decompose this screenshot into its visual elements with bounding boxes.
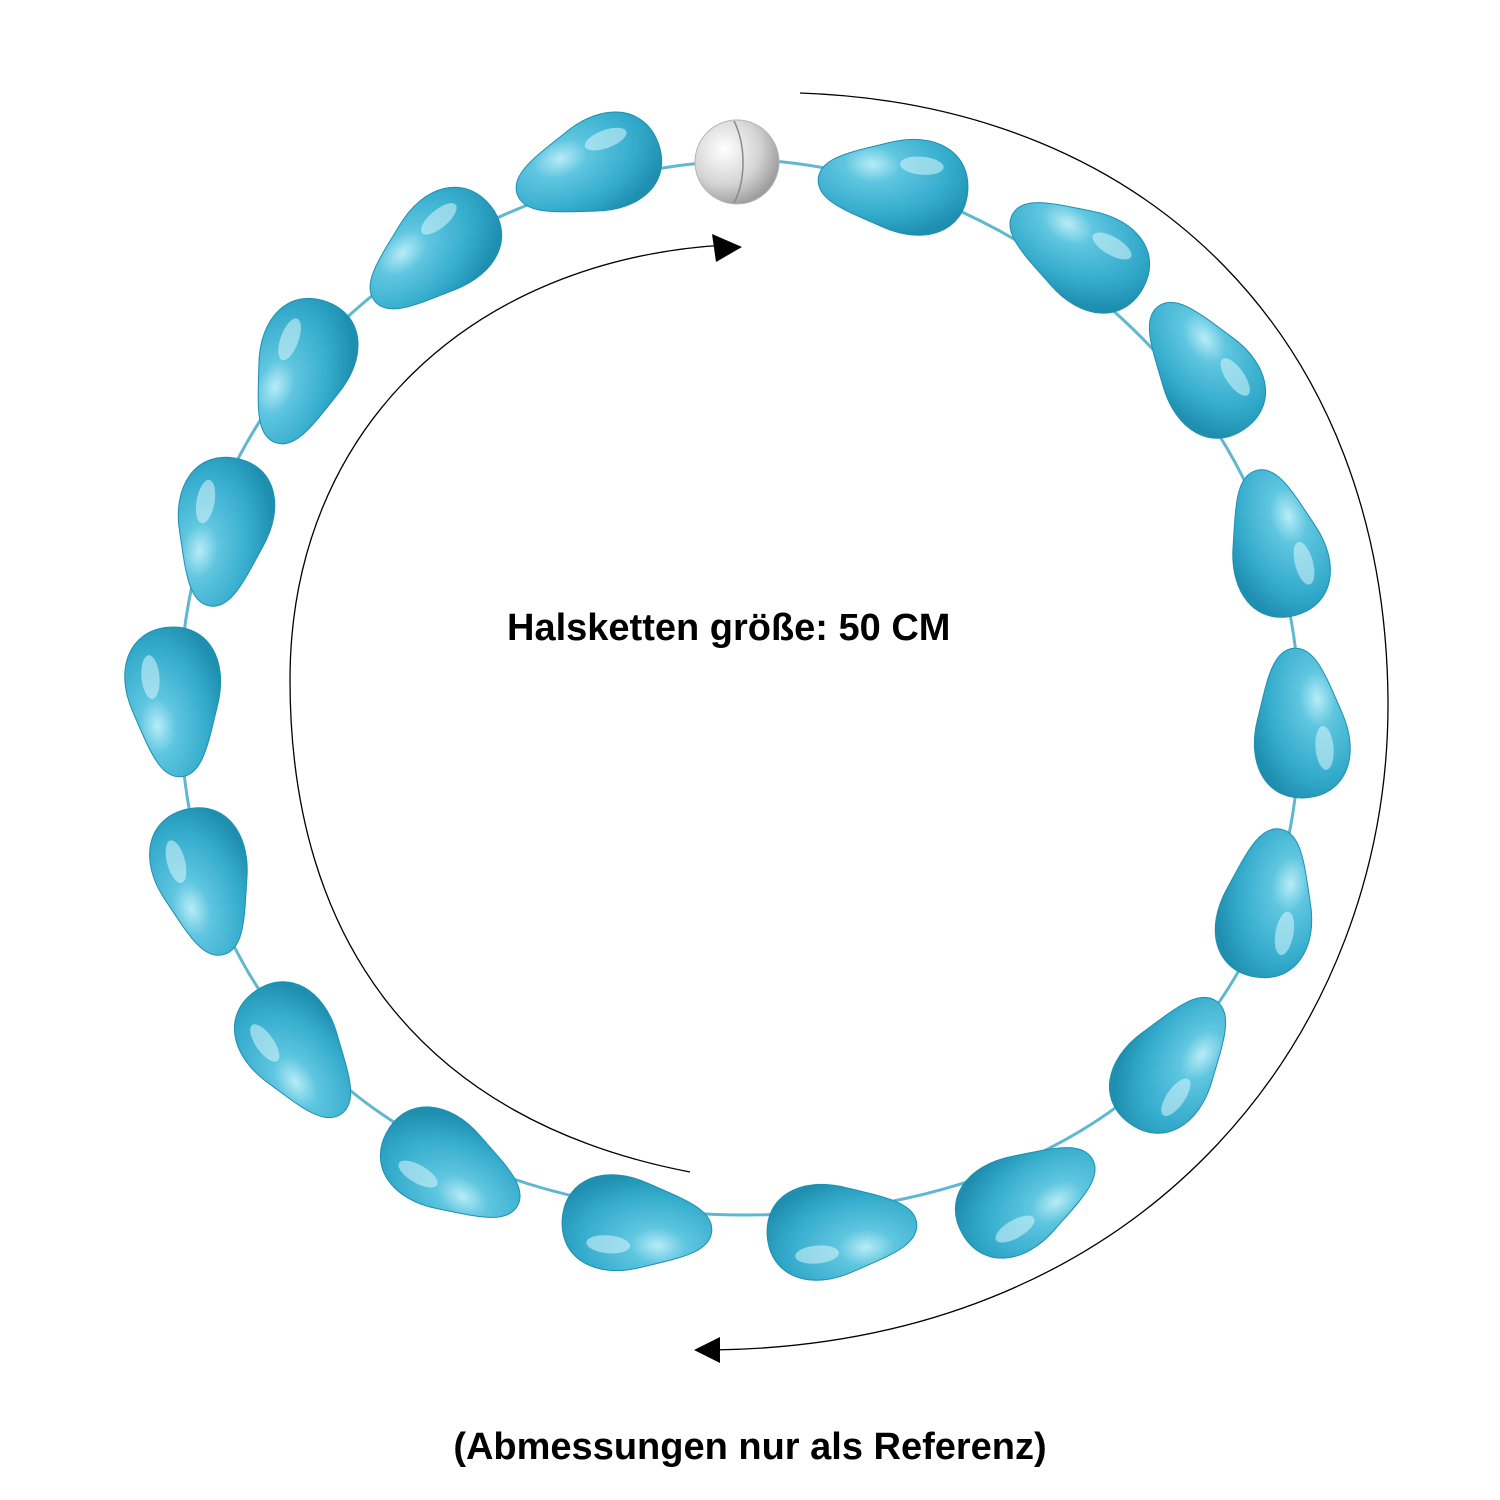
bead <box>124 626 222 778</box>
size-label: Halsketten größe: 50 CM <box>507 607 951 649</box>
bead <box>1253 647 1351 799</box>
bead <box>1214 828 1313 979</box>
bead <box>369 186 503 310</box>
bead <box>1148 301 1267 439</box>
bead <box>954 1147 1096 1259</box>
bead <box>515 111 663 213</box>
bead <box>817 138 969 236</box>
bead <box>1009 202 1151 314</box>
disclaimer-text: (Abmessungen nur als Referenz) <box>453 1426 1047 1468</box>
bead <box>766 1183 918 1281</box>
bead <box>379 1106 521 1218</box>
magnetic-clasp-icon <box>694 119 780 205</box>
bead <box>561 1174 713 1272</box>
bead <box>233 981 352 1119</box>
bead <box>1108 996 1227 1134</box>
bead <box>257 297 359 445</box>
outer-measure-arc <box>711 92 1389 1351</box>
bead <box>149 807 248 956</box>
outer-arrowhead-icon <box>694 1337 720 1363</box>
inner-arrowhead-icon <box>712 234 742 262</box>
bead-group <box>124 111 1351 1281</box>
bead <box>177 456 276 607</box>
inner-measure-arc <box>289 244 726 1173</box>
bead <box>1232 469 1331 618</box>
